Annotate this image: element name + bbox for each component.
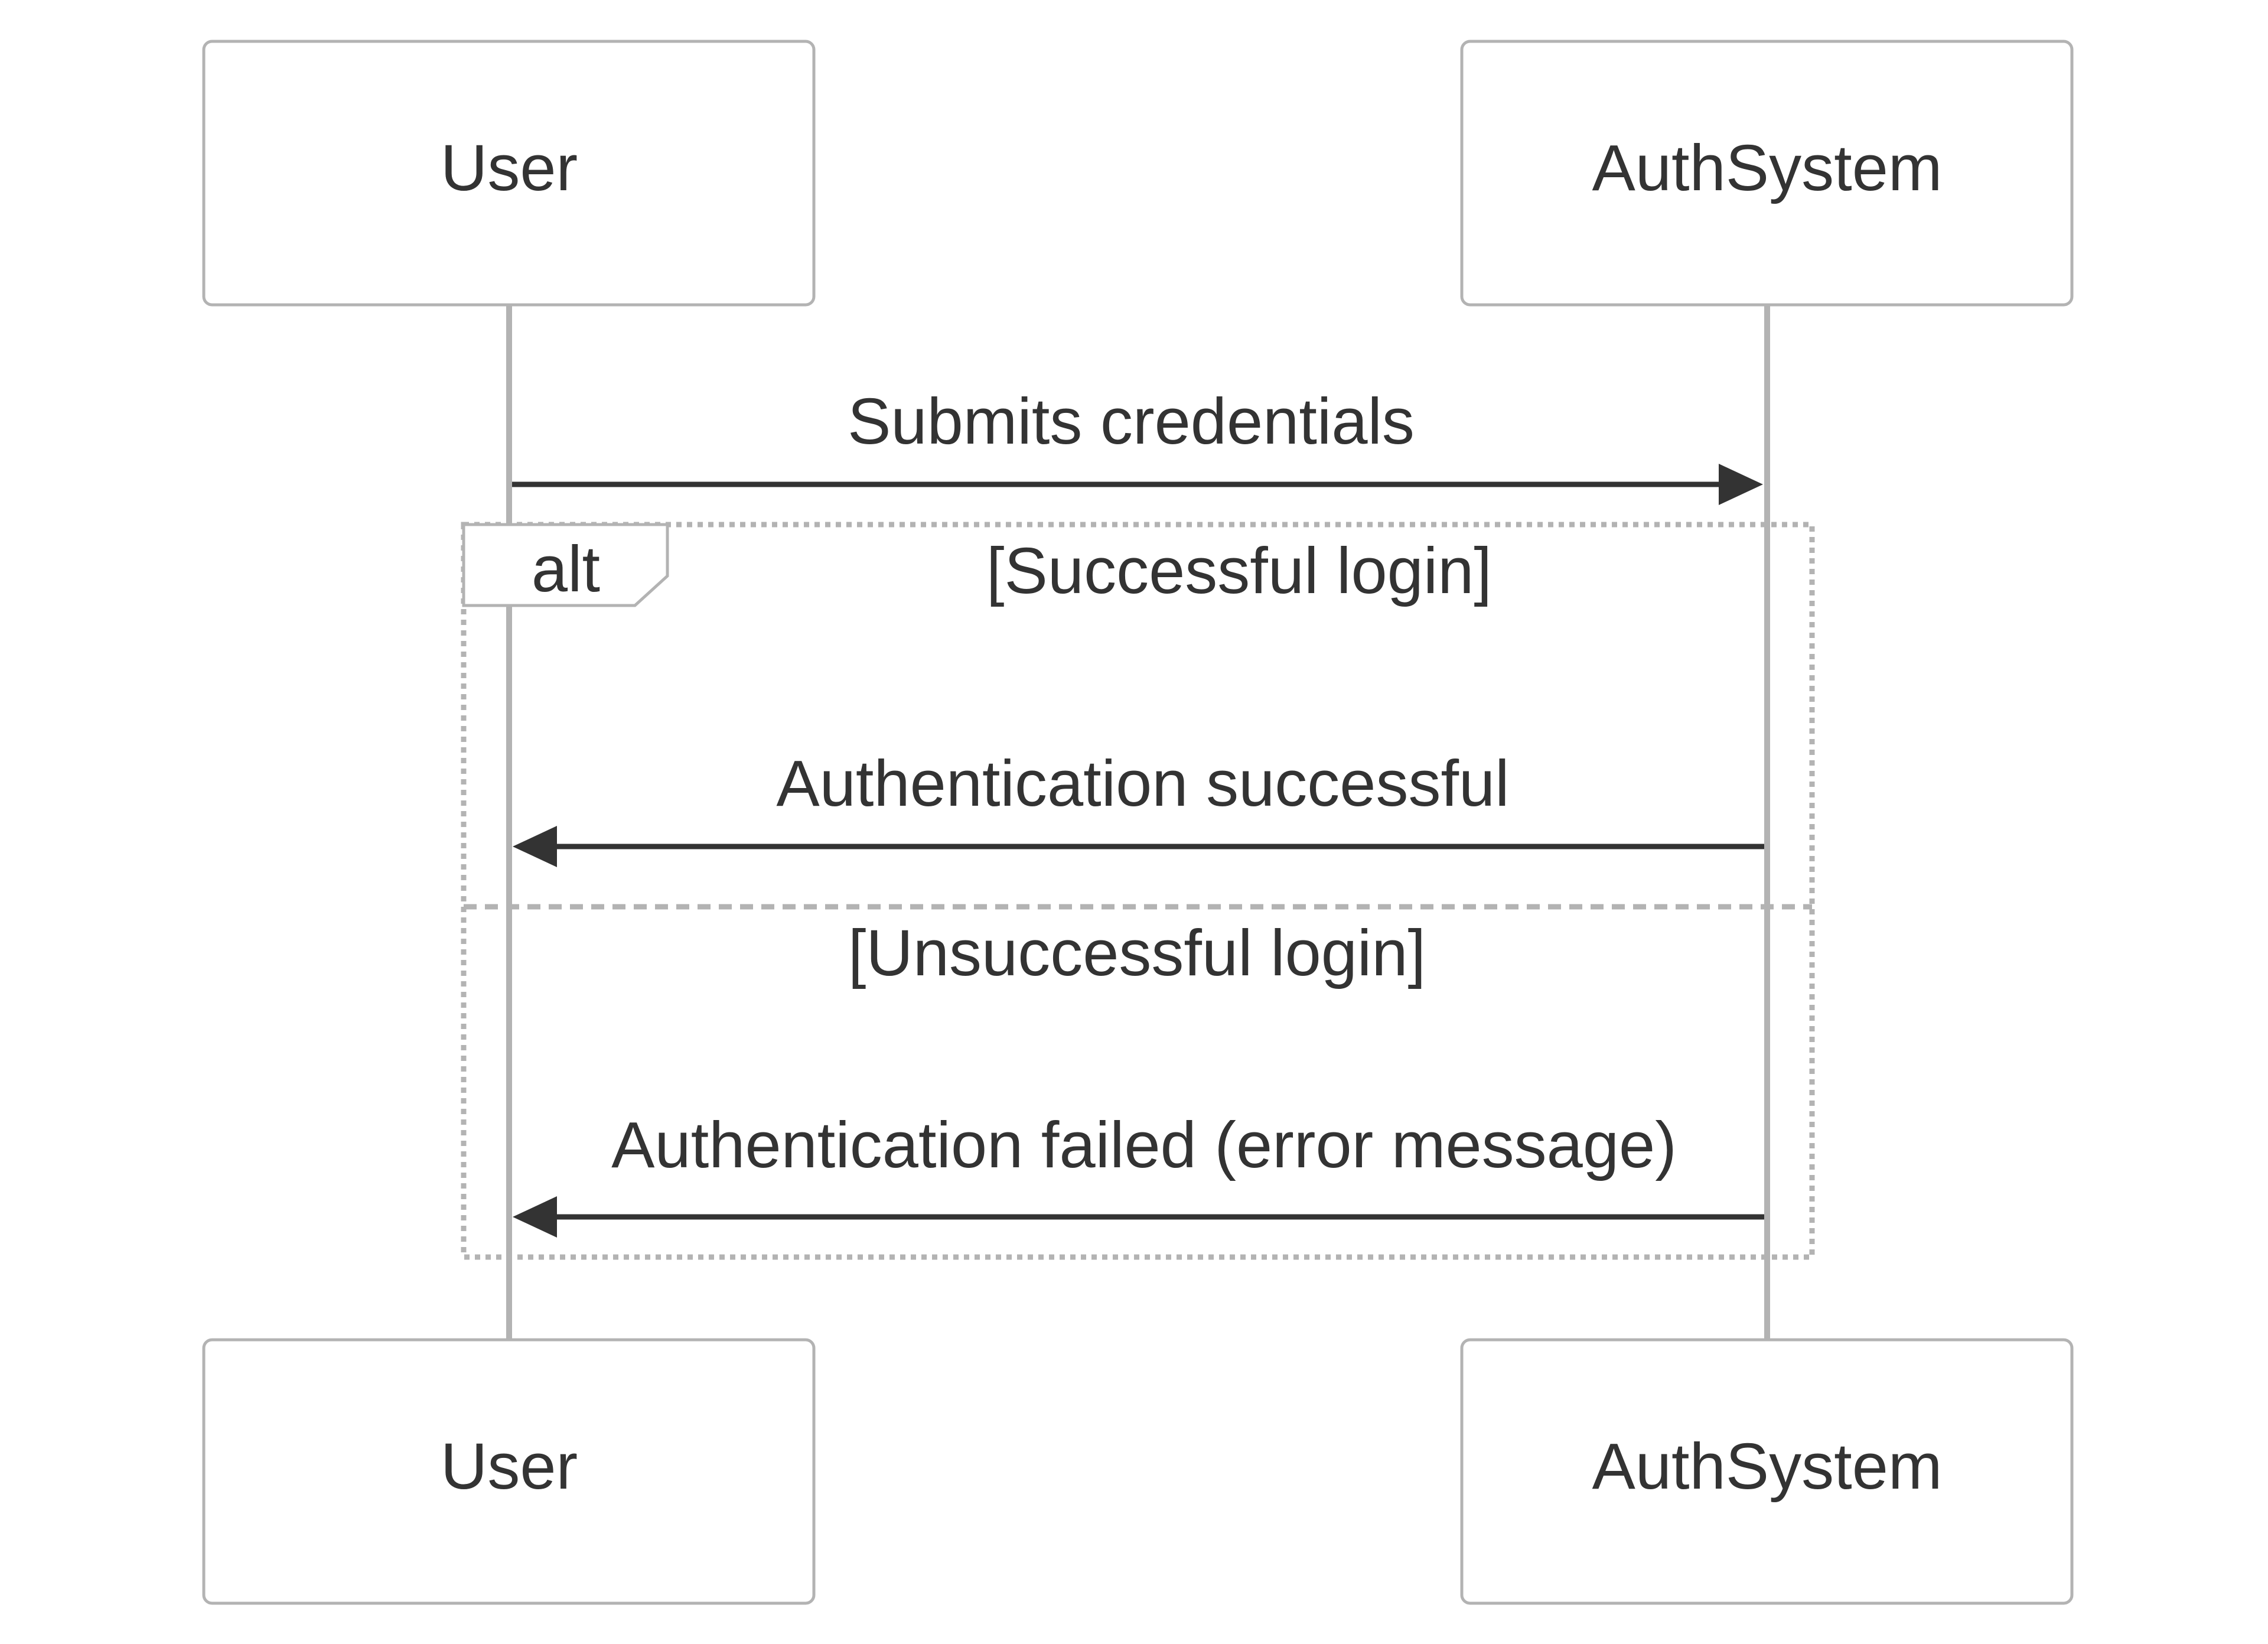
- auth-system-participant-top-label: AuthSystem: [1592, 132, 1942, 204]
- alt-fragment-border: [461, 522, 1815, 1260]
- auth-system-participant-bottom: AuthSystem: [1460, 1338, 2074, 1605]
- message-submit-credentials-label: Submits credentials: [848, 385, 1415, 458]
- message-authentication-successful: Authentication successful: [513, 747, 1764, 867]
- message-authentication-successful-label: Authentication successful: [776, 747, 1509, 820]
- auth-system-participant-top: AuthSystem: [1460, 40, 2074, 307]
- user-participant-top: User: [202, 40, 816, 307]
- message-authentication-failed-label: Authentication failed (error message): [611, 1109, 1677, 1181]
- alt-fragment-operator: alt: [532, 533, 600, 605]
- alt-fragment-tab: [462, 523, 669, 607]
- user-participant-top-label: User: [441, 132, 578, 204]
- arrowhead-left-icon: [513, 826, 557, 867]
- alt-fragment: alt [Successful login] [Unsuccessful log…: [461, 522, 1815, 1260]
- auth-system-participant-bottom-label: AuthSystem: [1592, 1430, 1942, 1503]
- user-participant-bottom-label: User: [441, 1430, 578, 1503]
- alt-branch-condition-failure: [Unsuccessful login]: [848, 917, 1426, 989]
- arrowhead-right-icon: [1719, 464, 1763, 505]
- message-submit-credentials: Submits credentials: [512, 385, 1763, 505]
- user-participant-bottom: User: [202, 1338, 816, 1605]
- message-authentication-failed: Authentication failed (error message): [513, 1109, 1764, 1238]
- alt-branch-condition-success: [Successful login]: [986, 535, 1492, 607]
- arrowhead-left-icon: [513, 1196, 557, 1238]
